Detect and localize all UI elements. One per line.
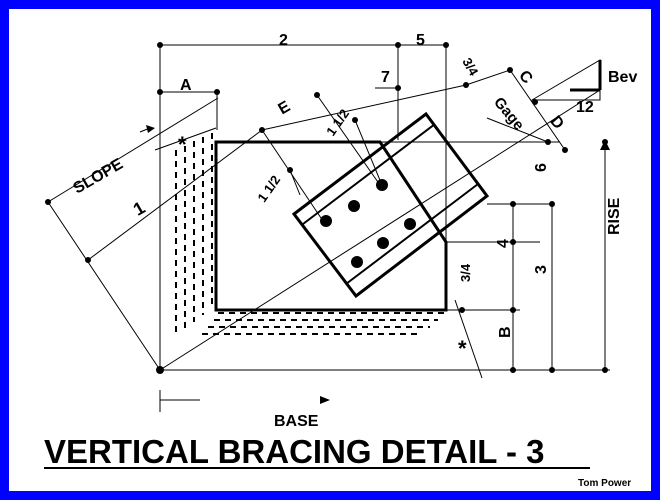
dim-b-label: B bbox=[497, 326, 514, 338]
dim-3-4-top-label: 3/4 bbox=[459, 55, 481, 79]
dim-5-label: 5 bbox=[416, 32, 425, 49]
bevel-run-label: 12 bbox=[576, 99, 594, 116]
hatch-column bbox=[175, 133, 213, 332]
dim-a-label: A bbox=[180, 77, 192, 94]
bevel-triangle bbox=[530, 59, 602, 101]
slope-arrow-icon bbox=[146, 125, 155, 133]
geometry-lines bbox=[47, 44, 610, 412]
dim-gage-label: Gage bbox=[490, 94, 527, 134]
dimension-dots bbox=[45, 42, 608, 374]
dim-7-label: 7 bbox=[381, 69, 390, 86]
dim-3-4-right-label: 3/4 bbox=[458, 263, 473, 282]
dim-6-label: 6 bbox=[533, 163, 550, 172]
brace-member bbox=[291, 111, 490, 299]
asterisk-bottom: * bbox=[458, 336, 467, 361]
dim-e-label: E bbox=[275, 98, 293, 118]
drawing-canvas: 2 5 7 3/4 A E 1 1/2 1 1/2 C Gage D Bev 1… bbox=[9, 9, 651, 491]
hatch-beam bbox=[202, 312, 446, 335]
dim-c-label: C bbox=[515, 67, 536, 87]
dim-4-label: 4 bbox=[495, 239, 512, 248]
credit-text: Tom Power bbox=[578, 478, 631, 489]
bolt-pattern bbox=[320, 179, 416, 268]
dim-3-label: 3 bbox=[533, 265, 550, 274]
dim-d-label: D bbox=[546, 113, 566, 133]
asterisk-top: * bbox=[178, 132, 187, 157]
dim-2-label: 2 bbox=[279, 32, 288, 49]
rise-arrow-icon bbox=[600, 140, 610, 150]
bracing-detail-drawing: 2 5 7 3/4 A E 1 1/2 1 1/2 C Gage D Bev 1… bbox=[44, 32, 637, 489]
dim-1-1-2-lower-label: 1 1/2 bbox=[254, 173, 283, 205]
page-title: VERTICAL BRACING DETAIL - 3 bbox=[44, 433, 545, 470]
bevel-label: Bev bbox=[608, 69, 637, 86]
rise-label: RISE bbox=[606, 197, 623, 235]
slope-label: SLOPE bbox=[71, 156, 127, 198]
base-arrow-icon bbox=[320, 396, 330, 404]
base-label: BASE bbox=[274, 413, 319, 430]
